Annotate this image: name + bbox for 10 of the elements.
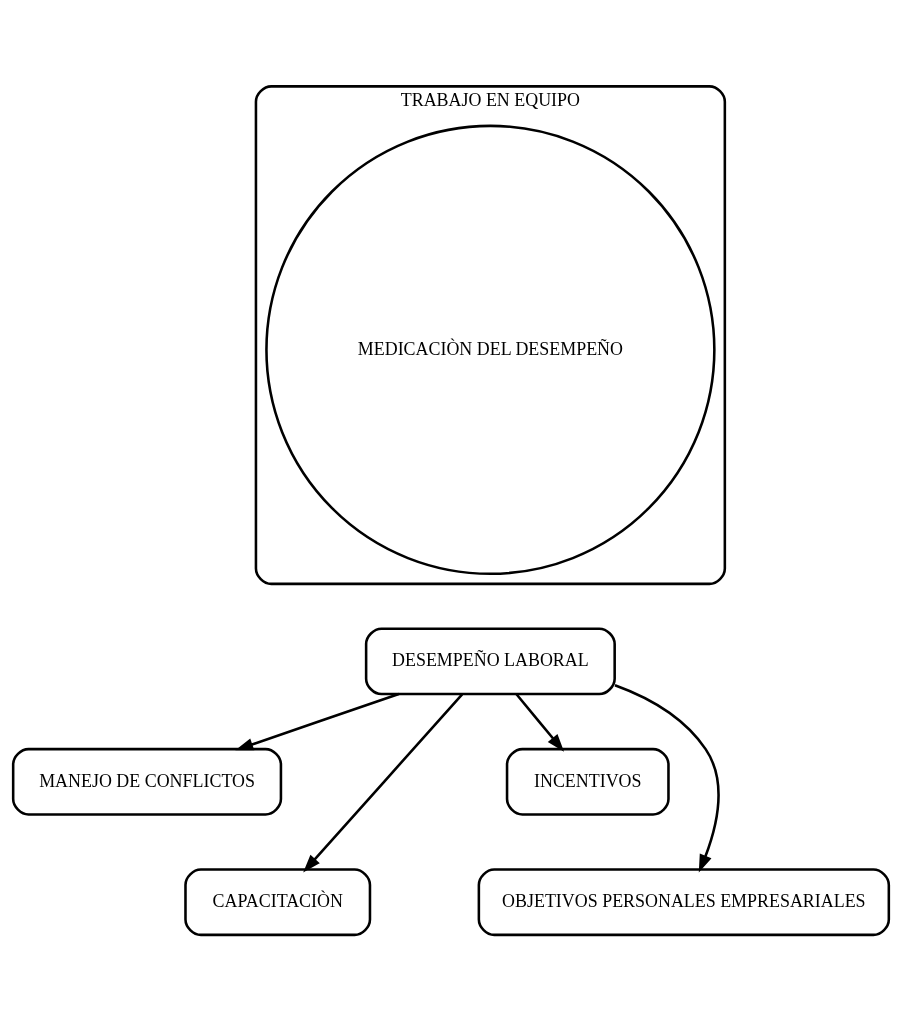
node-box: INCENTIVOS [505,747,670,816]
node-box: MANEJO DE CONFLICTOS [11,747,283,816]
node-box: CAPACITACIÒN [184,867,372,936]
arrow [614,683,720,873]
node-box: DESEMPEÑO LABORAL [364,626,616,695]
arrow [235,692,400,750]
node-circle: MEDICACIÒN DEL DESEMPEÑO [265,124,716,575]
arrow [303,692,464,872]
arrow [515,692,565,752]
node-box: OBJETIVOS PERSONALES EMPRESARIALES [477,867,891,936]
